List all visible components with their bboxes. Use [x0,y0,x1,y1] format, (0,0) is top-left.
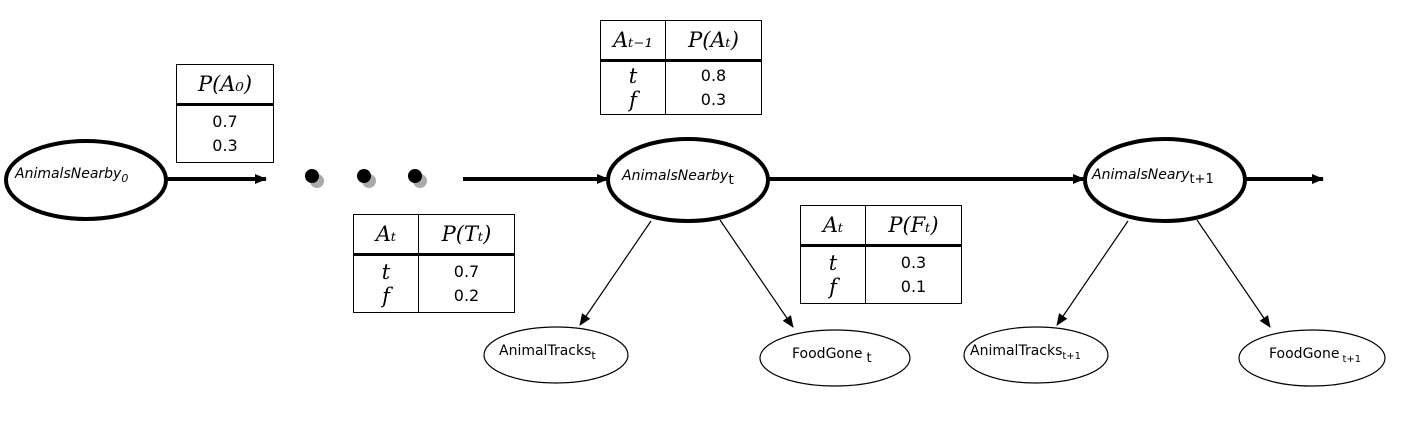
node-food-t1-shape [1238,329,1386,387]
node-food-t1-name: FoodGone [1269,346,1340,362]
node-tracks-t-label: AnimalTrackst [499,343,596,362]
node-tracks-t-name: AnimalTracks [499,343,592,359]
food-cond-true: t [828,251,838,275]
food-cond-false: f [829,275,837,299]
transition-cond-true: t [628,64,638,88]
tracks-value-true: 0.7 [453,262,480,281]
transition-conds: t f [600,60,666,115]
edge-at1-to-tracks [1056,220,1129,326]
transition-cond-header: Aₜ₋₁ [600,20,666,62]
edge-at-to-tracks [579,220,652,326]
tracks-cpt-table: Aₜ P(Tₜ) t f 0.7 0.2 [353,214,515,313]
transition-cond-false: f [629,88,637,112]
transition-value-true: 0.8 [700,66,727,85]
node-food-t1-subscript: t+1 [1342,353,1362,365]
food-value-false: 0.1 [900,277,927,296]
tracks-conds: t f [353,254,419,313]
node-tracks-t1-label: AnimalTrackst+1 [970,343,1081,362]
prior-cpt-header: P(A₀) [176,64,274,106]
food-conds: t f [800,245,866,304]
node-food-t-subscript: t [866,350,872,366]
node-a0-subscript: 0 [121,171,129,185]
food-prob-header: P(Fₜ) [865,205,962,247]
transition-prob-header: P(Aₜ) [665,20,762,62]
tracks-cond-header: Aₜ [353,214,419,256]
node-at1-shape [1083,137,1247,223]
tracks-cond-false: f [382,284,390,308]
food-value-true: 0.3 [900,253,927,272]
node-at1-name: AnimalsNeary [1092,167,1190,183]
tracks-cond-true: t [381,260,391,284]
node-tracks-t-subscript: t [591,348,596,362]
node-at-subscript: t [728,171,734,188]
transition-values: 0.8 0.3 [665,60,762,115]
node-at1-subscript: t+1 [1189,171,1214,187]
tracks-prob-header: P(Tₜ) [418,214,515,256]
node-a0-shape [4,139,168,221]
edge-at-to-food [719,219,794,328]
node-tracks-t1-name: AnimalTracks [970,343,1063,359]
food-cond-header: Aₜ [800,205,866,247]
node-food-t-name: FoodGone [792,346,863,362]
prior-value-true: 0.7 [212,112,238,131]
tracks-values: 0.7 0.2 [418,254,515,313]
ellipsis-dots [305,169,427,188]
node-at-name: AnimalsNearby [622,168,729,184]
node-a0-label: AnimalsNearby0 [15,166,128,185]
node-at-label: AnimalsNearbyt [622,168,734,188]
transition-value-false: 0.3 [700,90,727,109]
node-tracks-t1-subscript: t+1 [1062,350,1082,362]
node-food-t-shape [759,329,911,387]
tracks-value-false: 0.2 [453,286,480,305]
food-cpt-table: Aₜ P(Fₜ) t f 0.3 0.1 [800,205,962,304]
prior-cpt-table: P(A₀) 0.7 0.3 [176,64,274,163]
prior-cpt-values: 0.7 0.3 [176,104,274,163]
edge-at1-to-food [1196,219,1271,328]
node-tracks-t1-shape [963,326,1109,384]
node-a0-name: AnimalsNearby [15,166,122,182]
food-values: 0.3 0.1 [865,245,962,304]
node-at1-label: AnimalsNearyt+1 [1092,167,1214,187]
prior-value-false: 0.3 [212,136,238,155]
node-tracks-t-shape [483,326,629,384]
node-at-shape [606,137,770,223]
transition-cpt-table: Aₜ₋₁ P(Aₜ) t f 0.8 0.3 [600,20,762,115]
